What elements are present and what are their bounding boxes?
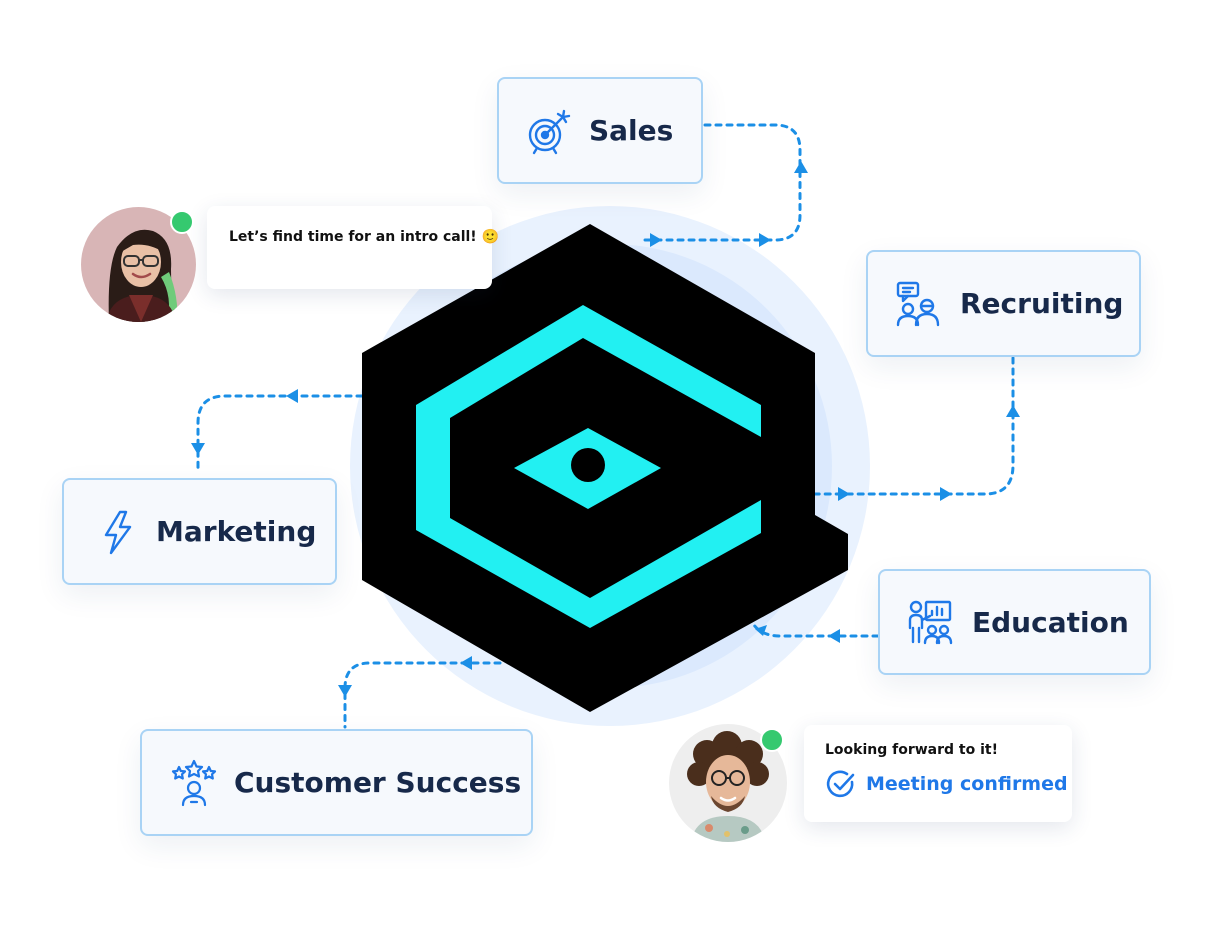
customer-success-label: Customer Success [234,766,522,799]
recruiting-connector [810,356,1015,496]
guest-message: Looking forward to it! [825,742,998,758]
customer-success-card[interactable]: Customer Success [140,729,533,836]
sales-card[interactable]: Sales [497,77,703,184]
arrow-head [338,685,352,697]
recruiting-card[interactable]: Recruiting [866,250,1141,357]
arrow-head [794,161,808,173]
education-connector [750,620,880,638]
guest-avatar [669,724,787,842]
sales-label: Sales [589,114,674,147]
education-card[interactable]: Education [878,569,1151,675]
marketing-connector [196,394,364,474]
arrow-head [755,625,767,636]
arrow-head [828,629,840,643]
arrow-head [759,233,771,247]
arrow-head [838,487,850,501]
arrow-head [460,656,472,670]
marketing-label: Marketing [156,515,317,548]
arrow-head [650,233,662,247]
check-circle-icon [825,768,857,800]
lightning-icon [94,508,142,556]
arrow-head [286,389,298,403]
host-avatar [81,207,196,322]
recruiting-label: Recruiting [960,287,1124,320]
meeting-confirmed-label: Meeting confirmed [866,773,1068,795]
target-icon [525,107,573,155]
teacher-presentation-icon [906,598,954,646]
sales-connector [638,123,802,242]
arrow-head [940,487,952,501]
guest-chat-bubble: Looking forward to it! Meeting confirmed [804,725,1072,822]
customer-stars-icon [170,759,218,807]
arrow-head [1006,405,1020,417]
marketing-card[interactable]: Marketing [62,478,337,585]
recruiter-chat-icon [894,280,942,328]
host-chat-bubble: Let’s find time for an intro call! 🙂 [207,206,499,289]
arrow-head [191,443,205,455]
guest-online-status [760,728,784,752]
host-online-status [170,210,194,234]
education-label: Education [972,605,1129,639]
host-message: Let’s find time for an intro call! 🙂 [229,229,499,245]
